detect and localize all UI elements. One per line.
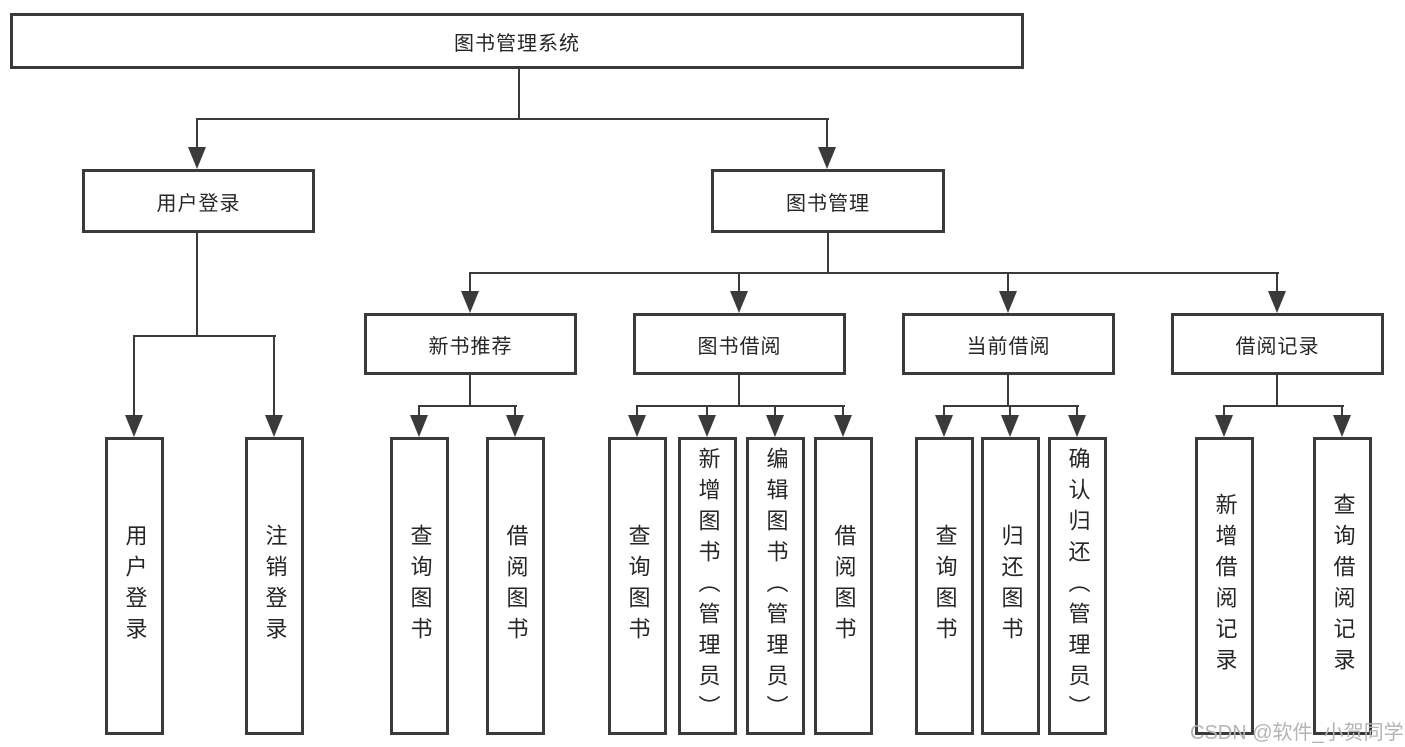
connector-line [196,233,198,337]
connector-arrow [935,406,953,437]
leaf-label: 查询图书 [932,524,958,648]
connector-line [518,69,520,120]
leaf-query-books-current: 查询图书 [915,437,974,735]
node-user-login: 用户登录 [82,169,315,233]
connector-line [636,405,845,407]
leaf-label: 用户登录 [122,524,148,648]
leaf-user-login: 用户登录 [105,437,164,735]
connector-arrow [265,336,283,437]
node-book-borrowing: 图书借阅 [633,313,846,375]
connector-line [827,233,829,274]
leaf-add-books-admin: 新增图书（管理员） [678,437,737,735]
connector-arrow [766,406,784,437]
node-label: 图书管理 [786,192,870,215]
leaf-query-books-borrow: 查询图书 [608,437,667,735]
node-current-borrowing: 当前借阅 [902,313,1115,375]
connector-arrow [999,273,1017,313]
connector-line [133,335,276,337]
leaf-logout: 注销登录 [245,437,304,735]
leaf-query-borrow-record: 查询借阅记录 [1313,437,1372,735]
node-new-book-recommendation: 新书推荐 [364,313,577,375]
connector-arrow [1001,406,1019,437]
leaf-label: 查询借阅记录 [1330,493,1356,679]
connector-line [418,405,517,407]
leaf-label: 借阅图书 [831,524,857,648]
leaf-label: 注销登录 [262,524,288,648]
node-label: 当前借阅 [966,335,1051,358]
connector-arrow [461,273,479,313]
leaf-add-borrow-record: 新增借阅记录 [1195,437,1254,735]
node-label: 图书管理系统 [454,32,580,55]
connector-line [943,405,1079,407]
connector-arrow [628,406,646,437]
leaf-label: 查询图书 [407,524,433,648]
connector-arrow [834,406,852,437]
node-borrowing-records: 借阅记录 [1171,313,1384,375]
connector-arrow [818,119,836,169]
leaf-label: 归还图书 [998,524,1024,648]
connector-arrow [1333,406,1351,437]
leaf-query-books-recommend: 查询图书 [390,437,449,735]
leaf-borrow-books: 借阅图书 [814,437,873,735]
leaf-return-books: 归还图书 [981,437,1040,735]
connector-line [1223,405,1344,407]
leaf-borrow-books-recommend: 借阅图书 [486,437,545,735]
connector-line [1007,375,1009,406]
leaf-label: 查询图书 [625,524,651,648]
leaf-label: 编辑图书（管理员） [763,446,789,726]
connector-arrow [730,273,748,313]
node-label: 用户登录 [156,192,241,215]
csdn-watermark: CSDN @软件_小贺同学 [1190,722,1404,744]
connector-arrow [1268,273,1286,313]
node-label: 新书推荐 [428,335,513,358]
connector-arrow [188,119,206,169]
connector-arrow [1215,406,1233,437]
leaf-label: 确认归还（管理员） [1065,446,1091,726]
node-book-management: 图书管理 [711,169,945,233]
leaf-label: 新增借阅记录 [1212,493,1238,679]
node-root-library-system: 图书管理系统 [10,13,1024,69]
leaf-label: 新增图书（管理员） [695,446,721,726]
connector-line [1276,375,1278,406]
connector-line [738,375,740,406]
leaf-label: 借阅图书 [503,524,529,648]
node-label: 借阅记录 [1235,335,1320,358]
connector-arrow [410,406,428,437]
leaf-edit-books-admin: 编辑图书（管理员） [746,437,805,735]
leaf-confirm-return-admin: 确认归还（管理员） [1048,437,1107,735]
connector-arrow [1068,406,1086,437]
connector-line [469,375,471,406]
connector-line [469,272,1279,274]
connector-line [196,118,829,120]
connector-arrow [506,406,524,437]
node-label: 图书借阅 [697,335,782,358]
connector-arrow [125,336,143,437]
connector-arrow [698,406,716,437]
